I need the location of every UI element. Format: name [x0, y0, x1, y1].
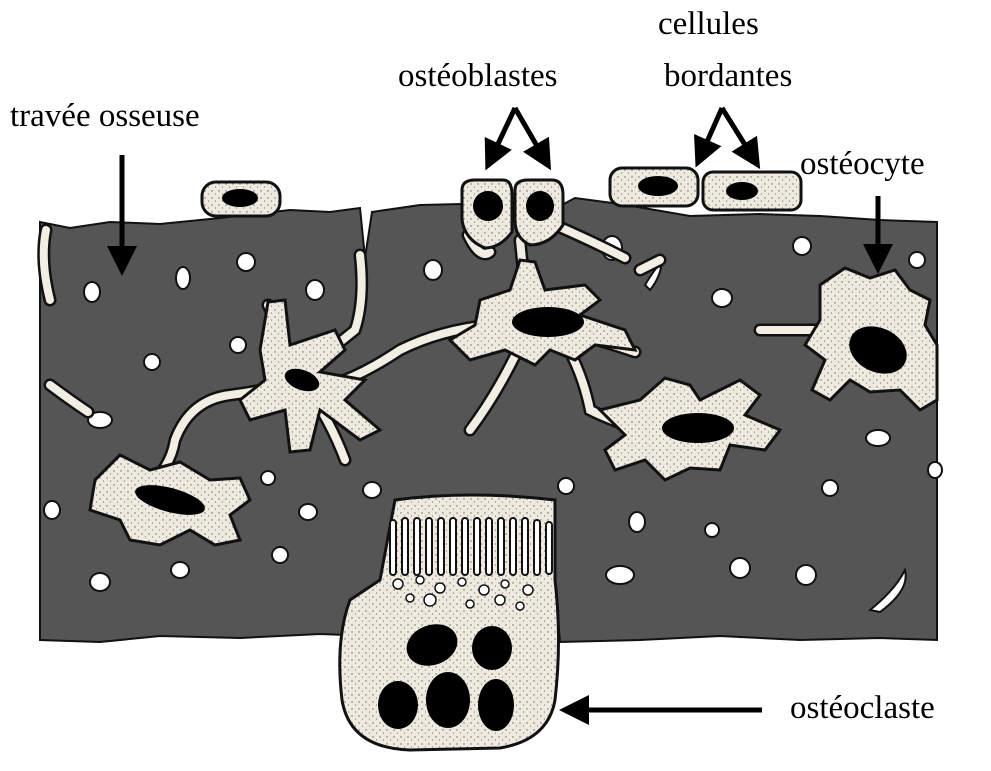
- lining-cell-1: [610, 168, 698, 206]
- label-osteocyte: ostéocyte: [800, 146, 925, 182]
- arrow-osteoblaste-right: [515, 108, 548, 165]
- arrow-bordante-left: [698, 108, 722, 162]
- arrow-bordante-right: [722, 108, 757, 164]
- label-osteoclaste: ostéoclaste: [790, 690, 935, 726]
- label-bordantes: bordantes: [664, 58, 792, 94]
- arrow-osteoblaste-left: [488, 108, 515, 165]
- label-travee-osseuse: travée osseuse: [10, 98, 200, 134]
- lining-cell-left: [202, 182, 280, 216]
- label-cellules: cellules: [658, 6, 759, 42]
- label-osteoblastes: ostéoblastes: [398, 58, 557, 94]
- lining-cell-2: [703, 172, 801, 210]
